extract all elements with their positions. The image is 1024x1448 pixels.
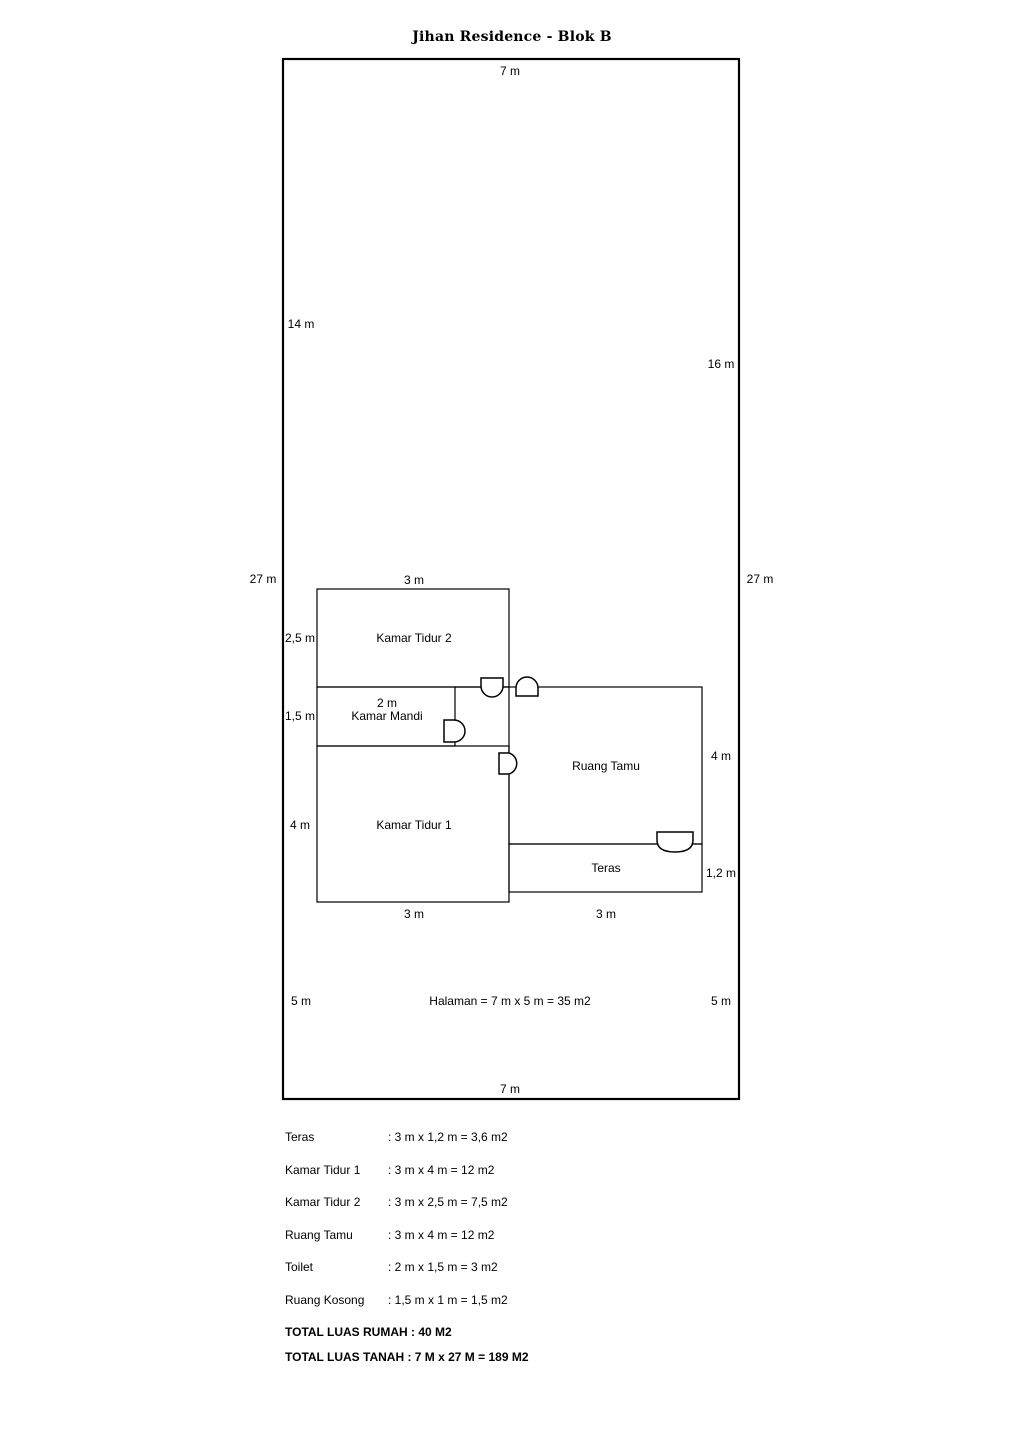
kamar-tidur-2-depth: 2,5 m bbox=[285, 631, 315, 645]
plot-bottom-width-label: 7 m bbox=[500, 1082, 520, 1096]
kamar-mandi-width: 2 m bbox=[377, 696, 397, 710]
plot-right-lower-label: 5 m bbox=[711, 994, 731, 1008]
plot-right-upper-label: 16 m bbox=[708, 357, 735, 371]
teras-depth: 1,2 m bbox=[706, 866, 736, 880]
kamar-tidur-2-name: Kamar Tidur 2 bbox=[376, 631, 452, 645]
area-calc: : 3 m x 2,5 m = 7,5 m2 bbox=[388, 1195, 508, 1210]
kamar-mandi-depth: 1,5 m bbox=[285, 709, 315, 723]
teras-width: 3 m bbox=[596, 907, 616, 921]
teras-name: Teras bbox=[591, 861, 620, 875]
kamar-tidur-2-width: 3 m bbox=[404, 573, 424, 587]
door-ruang-tamu-top bbox=[515, 676, 539, 697]
area-calc: : 3 m x 1,2 m = 3,6 m2 bbox=[388, 1130, 508, 1144]
area-calc: : 2 m x 1,5 m = 3 m2 bbox=[388, 1260, 498, 1275]
ruang-tamu-depth: 4 m bbox=[711, 749, 731, 763]
plot-left-length-label: 27 m bbox=[250, 572, 277, 586]
kamar-tidur-1-name: Kamar Tidur 1 bbox=[376, 818, 452, 832]
kamar-mandi-name: Kamar Mandi bbox=[351, 709, 422, 723]
plot-left-lower-label: 5 m bbox=[291, 994, 311, 1008]
area-calc: : 1,5 m x 1 m = 1,5 m2 bbox=[388, 1292, 508, 1307]
kamar-tidur-1-width: 3 m bbox=[404, 907, 424, 921]
plot-left-upper-label: 14 m bbox=[288, 317, 315, 331]
area-name: Teras bbox=[285, 1130, 315, 1144]
plot-top-width-label: 7 m bbox=[500, 64, 520, 78]
plot-right-length-label: 27 m bbox=[747, 572, 774, 586]
area-calc: : 3 m x 4 m = 12 m2 bbox=[388, 1162, 495, 1177]
page-title: Jihan Residence - Blok B bbox=[412, 29, 612, 45]
area-name: Ruang Tamu bbox=[285, 1227, 353, 1242]
area-name: Kamar Tidur 2 bbox=[285, 1195, 361, 1210]
ruang-tamu-name: Ruang Tamu bbox=[572, 759, 640, 773]
room-teras bbox=[508, 843, 703, 893]
door-kamar-tidur-1 bbox=[498, 752, 518, 775]
plot-boundary bbox=[281, 57, 741, 1101]
yard-label: Halaman = 7 m x 5 m = 35 m2 bbox=[429, 994, 591, 1008]
area-name: Ruang Kosong bbox=[285, 1292, 365, 1307]
door-main-entrance bbox=[656, 831, 694, 853]
total-house-area: TOTAL LUAS RUMAH : 40 M2 bbox=[285, 1325, 452, 1339]
door-kamar-mandi bbox=[443, 719, 466, 743]
area-calc: : 3 m x 4 m = 12 m2 bbox=[388, 1227, 495, 1242]
area-name: Toilet bbox=[285, 1260, 314, 1275]
total-land-area: TOTAL LUAS TANAH : 7 M x 27 M = 189 M2 bbox=[285, 1350, 529, 1364]
area-name: Kamar Tidur 1 bbox=[285, 1162, 361, 1177]
kamar-tidur-1-depth: 4 m bbox=[290, 818, 310, 832]
door-kamar-tidur-2 bbox=[480, 677, 504, 698]
